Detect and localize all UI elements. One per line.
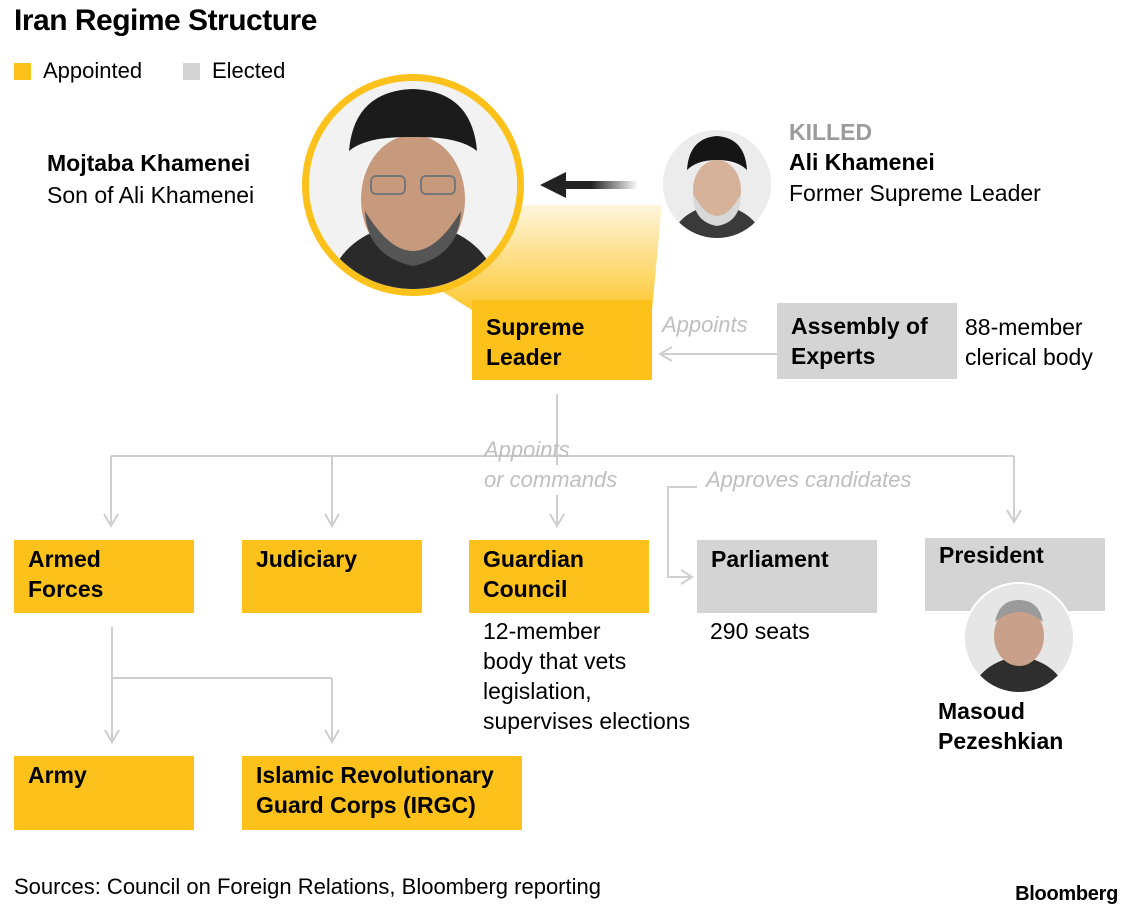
parliament-box: Parliament xyxy=(697,540,877,613)
guardian-desc-line: 12-member xyxy=(483,616,690,646)
legend-elected-label: Elected xyxy=(212,58,285,84)
irgc-box: Islamic Revolutionary Guard Corps (IRGC) xyxy=(242,756,522,830)
irgc-line2: Guard Corps (IRGC) xyxy=(256,790,508,820)
guardian-desc-line: legislation, xyxy=(483,676,690,706)
brand-logo: Bloomberg xyxy=(1015,883,1118,906)
guardian-council-box: Guardian Council xyxy=(469,540,649,613)
president-name1: Masoud xyxy=(938,696,1025,726)
approves-candidates-label: Approves candidates xyxy=(706,465,911,495)
appoints-label: Appoints xyxy=(662,310,748,340)
parliament-desc: 290 seats xyxy=(710,616,810,646)
assembly-desc2: clerical body xyxy=(965,342,1093,372)
successor-role: Son of Ali Khamenei xyxy=(47,180,254,210)
assembly-line1: Assembly of xyxy=(791,311,943,341)
judiciary-label: Judiciary xyxy=(256,544,408,574)
person-icon xyxy=(309,81,517,289)
parliament-label: Parliament xyxy=(711,544,863,574)
judiciary-box: Judiciary xyxy=(242,540,422,613)
successor-name: Mojtaba Khamenei xyxy=(47,148,250,178)
guardian-desc-line: body that vets xyxy=(483,646,690,676)
killed-label: KILLED xyxy=(789,117,872,147)
appoints-commands-label2: or commands xyxy=(484,465,621,495)
assembly-line2: Experts xyxy=(791,341,943,371)
legend-appointed-label: Appointed xyxy=(43,58,142,84)
president-label: President xyxy=(939,540,1091,570)
former-role: Former Supreme Leader xyxy=(789,178,1041,208)
army-box: Army xyxy=(14,756,194,830)
legend-elected: Elected xyxy=(183,58,285,84)
irgc-line1: Islamic Revolutionary xyxy=(256,760,508,790)
page-title: Iran Regime Structure xyxy=(14,4,317,38)
president-name2: Pezeshkian xyxy=(938,726,1063,756)
armed-forces-box: Armed Forces xyxy=(14,540,194,613)
guardian-desc-line: supervises elections xyxy=(483,706,690,736)
supreme-leader-line1: Supreme xyxy=(486,312,638,342)
elected-swatch xyxy=(183,63,200,80)
appointed-swatch xyxy=(14,63,31,80)
guardian-council-line1: Guardian xyxy=(483,544,635,574)
guardian-council-desc: 12-member body that vets legislation, su… xyxy=(483,616,690,736)
mojtaba-portrait xyxy=(302,74,524,296)
armed-forces-line1: Armed xyxy=(28,544,180,574)
former-name: Ali Khamenei xyxy=(789,147,935,177)
assembly-box: Assembly of Experts xyxy=(777,303,957,379)
person-icon xyxy=(663,130,771,238)
assembly-desc1: 88-member xyxy=(965,312,1083,342)
legend-appointed: Appointed xyxy=(14,58,142,84)
appoints-commands-label1: Appoints xyxy=(484,435,570,465)
supreme-leader-box: Supreme Leader xyxy=(472,300,652,380)
person-icon xyxy=(965,584,1073,692)
armed-forces-line2: Forces xyxy=(28,574,180,604)
supreme-leader-line2: Leader xyxy=(486,342,638,372)
succession-arrow xyxy=(560,181,638,189)
ali-khamenei-portrait xyxy=(663,130,771,238)
sources-note: Sources: Council on Foreign Relations, B… xyxy=(14,874,601,900)
pezeshkian-portrait xyxy=(963,582,1075,694)
army-label: Army xyxy=(28,760,180,790)
guardian-council-line2: Council xyxy=(483,574,635,604)
